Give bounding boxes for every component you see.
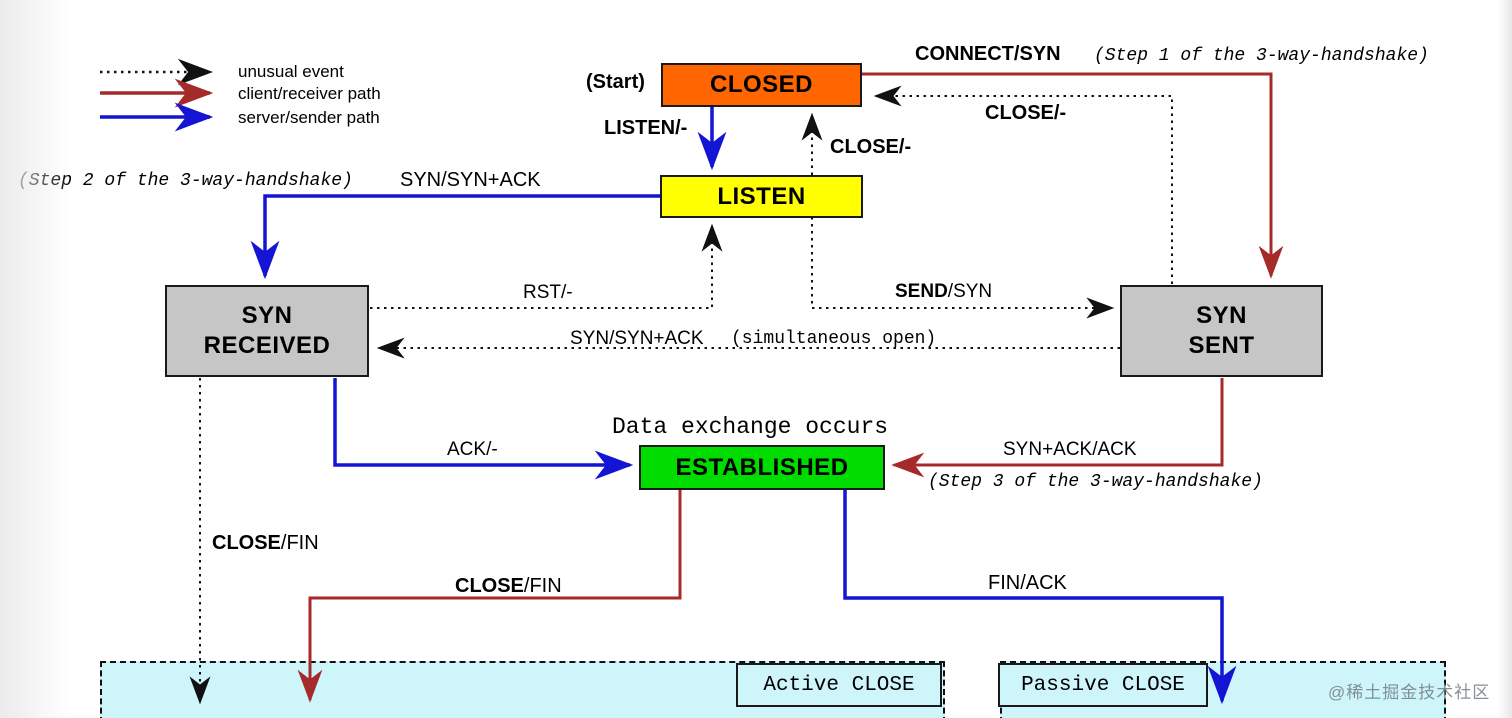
arrow-fin-ack	[843, 490, 1237, 705]
label-close-mid: CLOSE/-	[830, 136, 912, 158]
state-closed-label: CLOSED	[709, 71, 813, 98]
legend-label-unusual: unusual event	[238, 62, 344, 81]
state-established-label: ESTABLISHED	[675, 453, 849, 481]
arrow-syn-synack-step2	[250, 194, 660, 280]
passive-close-tag: Passive CLOSE	[998, 663, 1208, 707]
watermark: @稀土掘金技术社区	[1328, 683, 1491, 702]
label-close-fin-left: CLOSE/FIN	[212, 532, 319, 554]
state-syn-received: SYN RECEIVED	[165, 285, 369, 377]
active-close-tag: Active CLOSE	[736, 663, 942, 707]
label-step2: (Step 2 of the 3-way-handshake)	[18, 171, 353, 191]
label-close-top: CLOSE/-	[985, 102, 1067, 124]
active-close-label: Active CLOSE	[763, 673, 915, 697]
state-established: ESTABLISHED	[639, 445, 885, 490]
state-listen-label: LISTEN	[717, 182, 806, 210]
arrow-close-fin-client	[297, 490, 682, 703]
state-syn-received-line1: SYN	[241, 302, 293, 329]
arrow-send-syn	[811, 217, 1115, 319]
label-simultaneous-open: (simultaneous open)	[731, 329, 937, 349]
label-step3: (Step 3 of the 3-way-handshake)	[928, 472, 1263, 492]
arrow-synack-ack	[891, 378, 1224, 478]
state-closed: CLOSED	[661, 63, 862, 107]
arrow-connect-syn	[862, 72, 1284, 279]
label-listen-dash: LISTEN/-	[604, 117, 688, 139]
label-synack-ack: SYN+ACK/ACK	[1003, 439, 1137, 460]
arrow-ack	[333, 378, 634, 480]
passive-close-label: Passive CLOSE	[1021, 673, 1185, 697]
label-data-exchange: Data exchange occurs	[612, 414, 889, 440]
legend-label-server: server/sender path	[238, 108, 380, 127]
state-syn-sent-line1: SYN	[1196, 302, 1247, 329]
state-syn-received-line2: RECEIVED	[203, 332, 331, 359]
state-listen: LISTEN	[660, 175, 863, 218]
state-syn-sent: SYN SENT	[1120, 285, 1323, 377]
label-syn-synack-simul: SYN/SYN+ACK	[570, 328, 704, 349]
label-ack: ACK/-	[447, 439, 498, 460]
label-fin-ack: FIN/ACK	[988, 572, 1067, 594]
label-connect-syn: CONNECT/SYN	[915, 43, 1061, 65]
start-label: (Start)	[586, 71, 645, 93]
arrow-rst	[370, 223, 723, 309]
arrow-close-from-syn-sent	[873, 85, 1173, 284]
label-send-syn: SEND/SYN	[895, 281, 993, 302]
legend-label-client: client/receiver path	[238, 84, 381, 103]
label-close-fin-mid: CLOSE/FIN	[455, 575, 562, 597]
state-syn-sent-line2: SENT	[1188, 332, 1255, 359]
label-syn-synack-step2: SYN/SYN+ACK	[400, 169, 541, 191]
label-rst: RST/-	[523, 282, 573, 303]
label-step1: (Step 1 of the 3-way-handshake)	[1094, 46, 1429, 66]
